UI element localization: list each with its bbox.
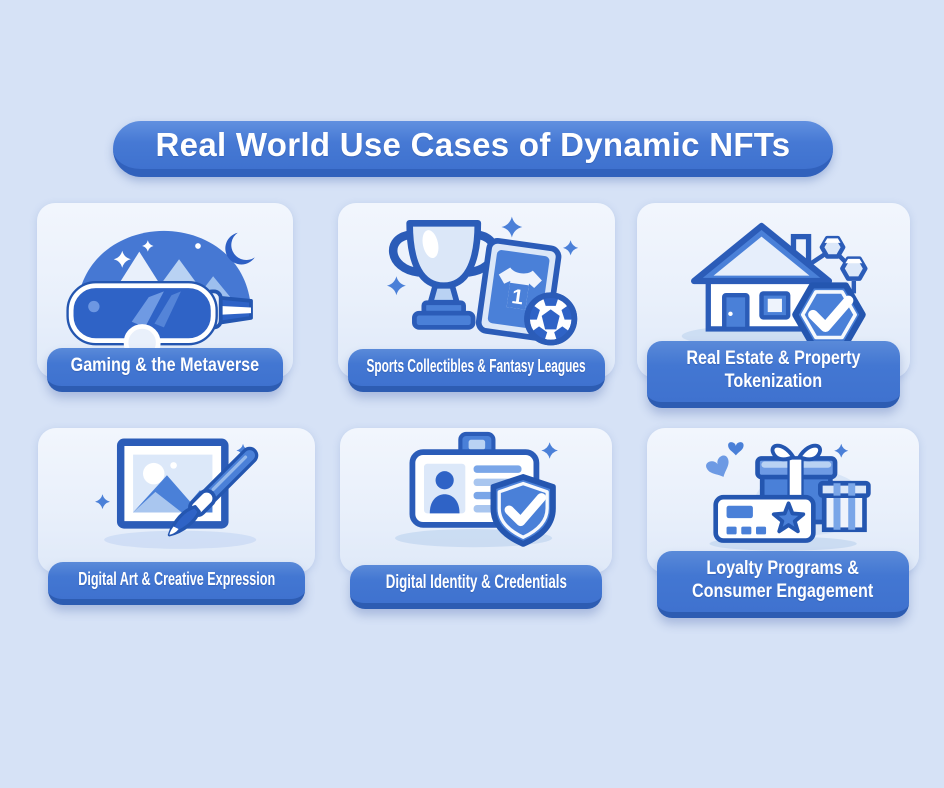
- title-banner: Real World Use Cases of Dynamic NFTs: [113, 121, 833, 177]
- card-label: Digital Identity & Credentials: [385, 572, 567, 594]
- card-label: Loyalty Programs & Consumer Engagement: [692, 558, 874, 603]
- id-card-shield-check-icon: [394, 431, 558, 547]
- card-digital-art: Digital Art & Creative Expression: [38, 428, 315, 605]
- svg-text:1: 1: [510, 285, 525, 309]
- card-real-estate: Real Estate & Property Tokenization: [637, 203, 910, 408]
- paintbrush-icon: [168, 446, 259, 536]
- card-label-banner: Digital Art & Creative Expression: [48, 562, 305, 605]
- card-loyalty-programs: Loyalty Programs & Consumer Engagement: [647, 428, 919, 618]
- trophy-card-soccer-icon: 1: [386, 216, 578, 345]
- shield-check-icon: [490, 473, 556, 547]
- card-label: Sports Collectibles & Fantasy Leagues: [366, 356, 587, 377]
- card-label-banner: Sports Collectibles & Fantasy Leagues: [348, 349, 605, 392]
- loyalty-card-icon: [713, 494, 816, 543]
- heart-icon: [704, 453, 734, 482]
- card-digital-identity: Digital Identity & Credentials: [340, 428, 612, 609]
- vr-headset-metaverse-icon: [66, 230, 255, 352]
- card-label-banner: Real Estate & Property Tokenization: [647, 341, 900, 408]
- card-gaming-metaverse: Gaming & the Metaverse: [37, 203, 293, 392]
- heart-icon: [727, 441, 744, 455]
- shield-check-badge-icon: [792, 281, 867, 347]
- card-label: Digital Art & Creative Expression: [78, 569, 276, 590]
- card-label: Gaming & the Metaverse: [70, 355, 260, 377]
- card-sports-collectibles: 1 Sports Collectibles & Fant: [338, 203, 615, 392]
- star-icon: [771, 500, 806, 533]
- house-token-badge-icon: [682, 222, 869, 347]
- picture-frame-icon: [117, 438, 229, 529]
- card-label: Real Estate & Property Tokenization: [686, 348, 861, 393]
- card-label-banner: Digital Identity & Credentials: [350, 565, 602, 609]
- gift-boxes-loyalty-card-icon: [704, 441, 871, 551]
- card-label-banner: Loyalty Programs & Consumer Engagement: [657, 551, 909, 618]
- small-gift-box-icon: [817, 480, 871, 532]
- soccer-ball-icon: [523, 291, 577, 345]
- moon-icon: [225, 232, 255, 264]
- token-network-icon: [810, 235, 869, 293]
- page-title: Real World Use Cases of Dynamic NFTs: [155, 126, 791, 163]
- card-label-banner: Gaming & the Metaverse: [47, 348, 283, 392]
- picture-frame-brush-icon: [95, 438, 259, 549]
